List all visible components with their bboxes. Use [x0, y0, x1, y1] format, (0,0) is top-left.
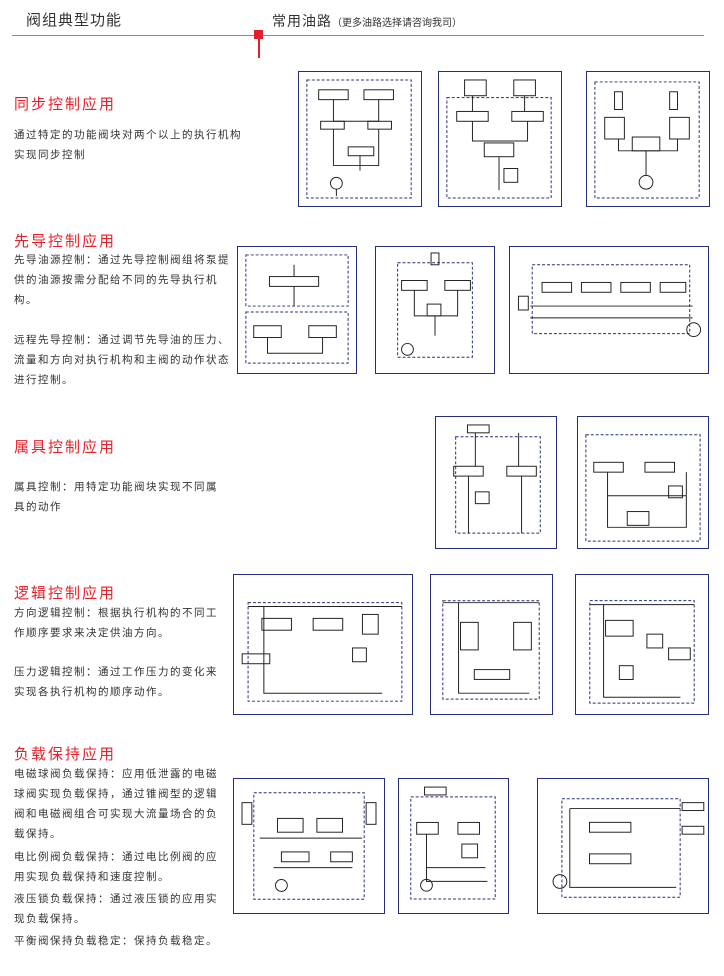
header-right-note: （更多油路选择请咨询我司） [332, 18, 462, 29]
header-marker-stem [258, 38, 260, 58]
schematic-logic-3 [575, 574, 709, 715]
schematic-load-1 [233, 778, 385, 914]
schematic-logic-2 [430, 574, 553, 715]
section-title-attachment: 属具控制应用 [14, 438, 117, 456]
schematic-sync-1 [298, 71, 422, 207]
header-left-title: 阀组典型功能 [26, 11, 123, 29]
section-text-load-1: 电磁球阀负载保持：应用低泄露的电磁球阀实现负载保持，通过锥阀型的逻辑阀和电磁阀组… [14, 768, 218, 840]
header-marker [254, 30, 263, 39]
schematic-logic-1 [233, 574, 413, 715]
schematic-sync-3 [586, 71, 710, 207]
schematic-load-2 [398, 778, 509, 914]
section-text-load-3: 液压锁负载保持：通过液压锁的应用实现负载保持。 [14, 893, 218, 925]
section-title-sync: 同步控制应用 [14, 95, 117, 113]
section-title-load-holding: 负载保持应用 [14, 745, 117, 763]
section-text-sync: 通过特定的功能阀块对两个以上的执行机构实现同步控制 [14, 129, 242, 161]
section-title-pilot: 先导控制应用 [14, 232, 117, 250]
header-right-title: 常用油路（更多油路选择请咨询我司） [272, 14, 462, 30]
section-text-pilot-2: 远程先导控制：通过调节先导油的压力、流量和方向对执行机构和主阀的动作状态进行控制… [14, 334, 230, 386]
section-text-load-4: 平衡阀保持负载稳定：保持负载稳定。 [14, 935, 218, 947]
section-text-logic-2: 压力逻辑控制：通过工作压力的变化来实现各执行机构的顺序动作。 [14, 666, 218, 698]
section-title-logic: 逻辑控制应用 [14, 584, 117, 602]
section-text-attachment: 属具控制：用特定功能阀块实现不同属具的动作 [14, 481, 218, 513]
schematic-pilot-2 [375, 246, 495, 374]
header-rule [12, 35, 704, 36]
schematic-sync-2 [438, 71, 562, 207]
schematic-pilot-3 [509, 246, 709, 374]
schematic-pilot-1 [237, 246, 357, 374]
section-text-load-2: 电比例阀负载保持：通过电比例阀的应用实现负载保持和速度控制。 [14, 851, 218, 883]
schematic-attachment-1 [435, 416, 557, 549]
schematic-attachment-2 [577, 416, 709, 549]
section-text-logic-1: 方向逻辑控制：根据执行机构的不同工作顺序要求来决定供油方向。 [14, 607, 218, 639]
schematic-load-3 [537, 778, 709, 914]
section-text-pilot-1: 先导油源控制：通过先导控制阀组将泵提供的油源按需分配给不同的先导执行机构。 [14, 254, 230, 306]
